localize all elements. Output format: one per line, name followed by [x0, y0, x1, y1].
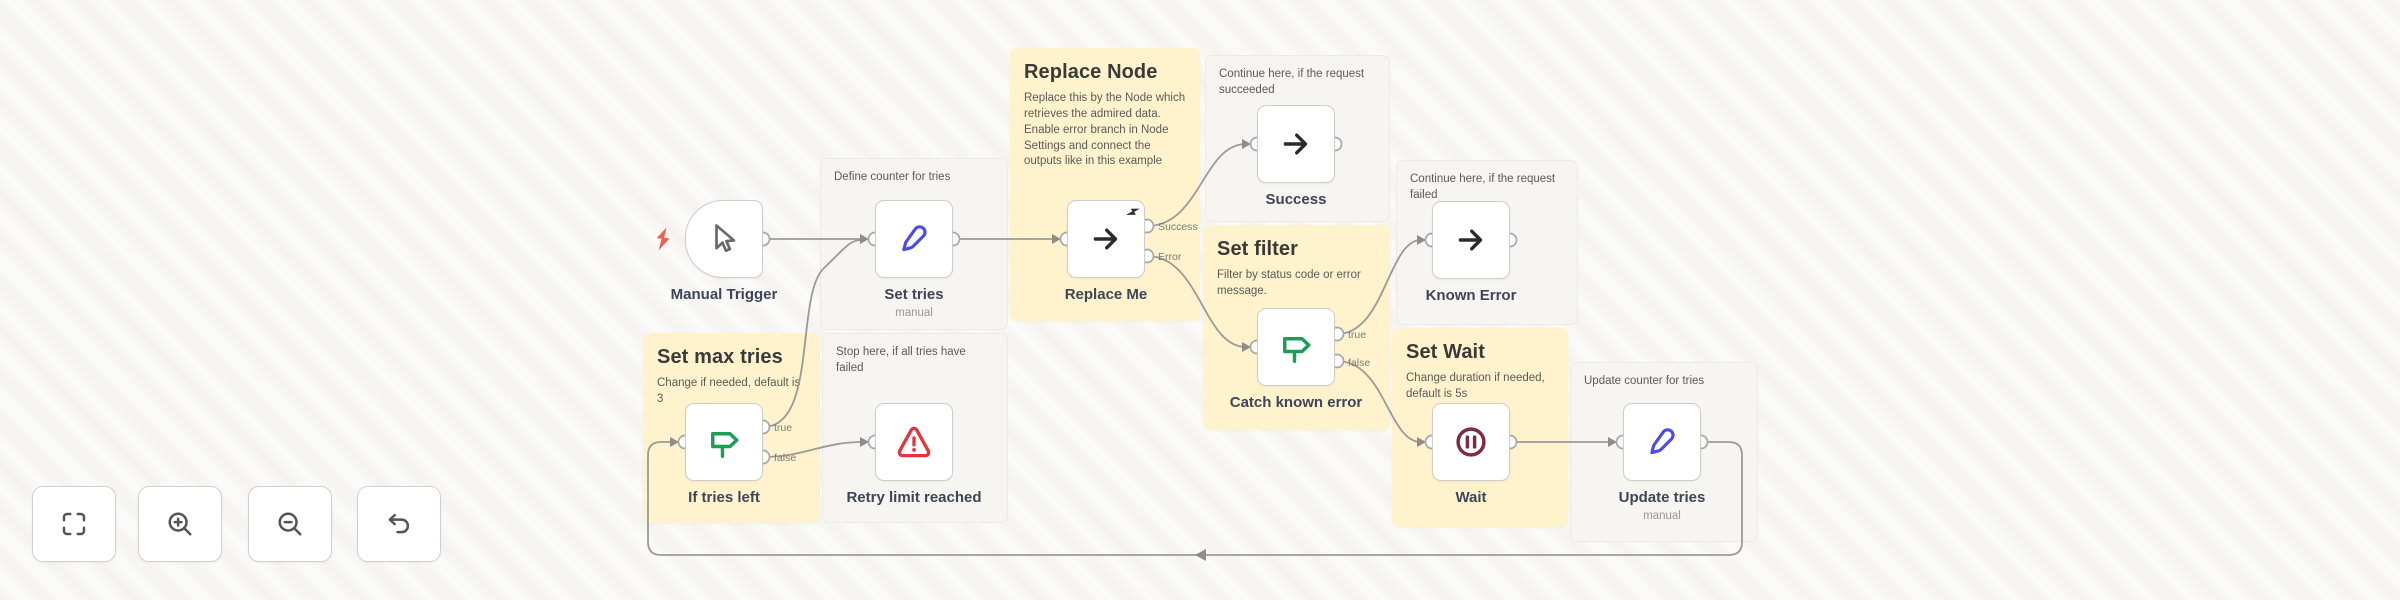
node-sublabel: manual: [895, 307, 933, 319]
sticky-body: Filter by status code or error message.: [1217, 269, 1361, 297]
arrow-icon: [1458, 229, 1483, 251]
node-label: If tries left: [688, 489, 760, 506]
node-label: Retry limit reached: [846, 489, 982, 506]
fit-view-button[interactable]: [32, 486, 116, 562]
zoom-out-button[interactable]: [248, 486, 332, 562]
signpost-icon: [1283, 337, 1311, 363]
sticky-title: Set filter: [1217, 238, 1299, 260]
pause-circle-icon: [1456, 427, 1486, 457]
sticky-body: Change duration if needed, default is 5s: [1406, 372, 1545, 400]
undo-icon: [388, 513, 410, 534]
sticky-body: Replace this by the Node which retrieves…: [1024, 92, 1186, 168]
warning-triangle-icon: [897, 426, 931, 458]
note-text: Update counter for tries: [1584, 375, 1705, 387]
node-label: Replace Me: [1064, 286, 1148, 303]
note-text: Continue here, if the request succeeded: [1219, 68, 1365, 97]
signpost-icon: [711, 432, 739, 458]
node-update-tries[interactable]: [1623, 403, 1701, 481]
pen-icon: [902, 225, 927, 252]
node-sublabel: manual: [1643, 510, 1681, 522]
node-catch-known-error[interactable]: [1257, 308, 1335, 386]
arrow-icon: [1093, 228, 1118, 250]
node-wait[interactable]: [1432, 403, 1510, 481]
pinned-spark-icon: [1126, 208, 1140, 215]
zoom-in-button[interactable]: [138, 486, 222, 562]
sticky-title: Set Wait: [1406, 341, 1485, 363]
note-text: Stop here, if all tries have failed: [836, 346, 966, 375]
zoom-in-icon: [168, 512, 192, 536]
arrow-icon: [1283, 133, 1308, 155]
node-label: Wait: [1455, 489, 1487, 506]
note-text: Continue here, if the request failed: [1410, 173, 1556, 202]
node-label: Set tries: [884, 286, 944, 303]
fit-view-icon: [62, 512, 86, 536]
pen-icon: [1650, 428, 1675, 455]
node-set-tries[interactable]: [875, 200, 953, 278]
node-label: Update tries: [1618, 489, 1706, 506]
node-label: Success: [1265, 191, 1327, 208]
node-success[interactable]: [1257, 105, 1335, 183]
loop-direction-arrow: [1195, 549, 1206, 561]
note-text: Define counter for tries: [834, 171, 951, 183]
sticky-body: Change if needed, default is 3: [657, 377, 801, 405]
node-label: Manual Trigger: [670, 286, 778, 303]
node-manual-trigger[interactable]: [685, 200, 763, 278]
node-known-error[interactable]: [1432, 201, 1510, 279]
node-label: Known Error: [1425, 287, 1517, 304]
sticky-title: Set max tries: [657, 346, 783, 368]
node-label: Catch known error: [1229, 394, 1363, 411]
node-retry-limit-reached[interactable]: [875, 403, 953, 481]
node-if-tries-left[interactable]: [685, 403, 763, 481]
sticky-replace-node[interactable]: Replace Node Replace this by the Node wh…: [1010, 48, 1200, 321]
node-replace-me[interactable]: [1067, 200, 1145, 278]
reset-zoom-button[interactable]: [357, 486, 441, 562]
execute-spark-icon: [656, 227, 670, 251]
cursor-icon: [715, 224, 736, 253]
zoom-out-icon: [278, 512, 302, 536]
sticky-title: Replace Node: [1024, 61, 1158, 83]
